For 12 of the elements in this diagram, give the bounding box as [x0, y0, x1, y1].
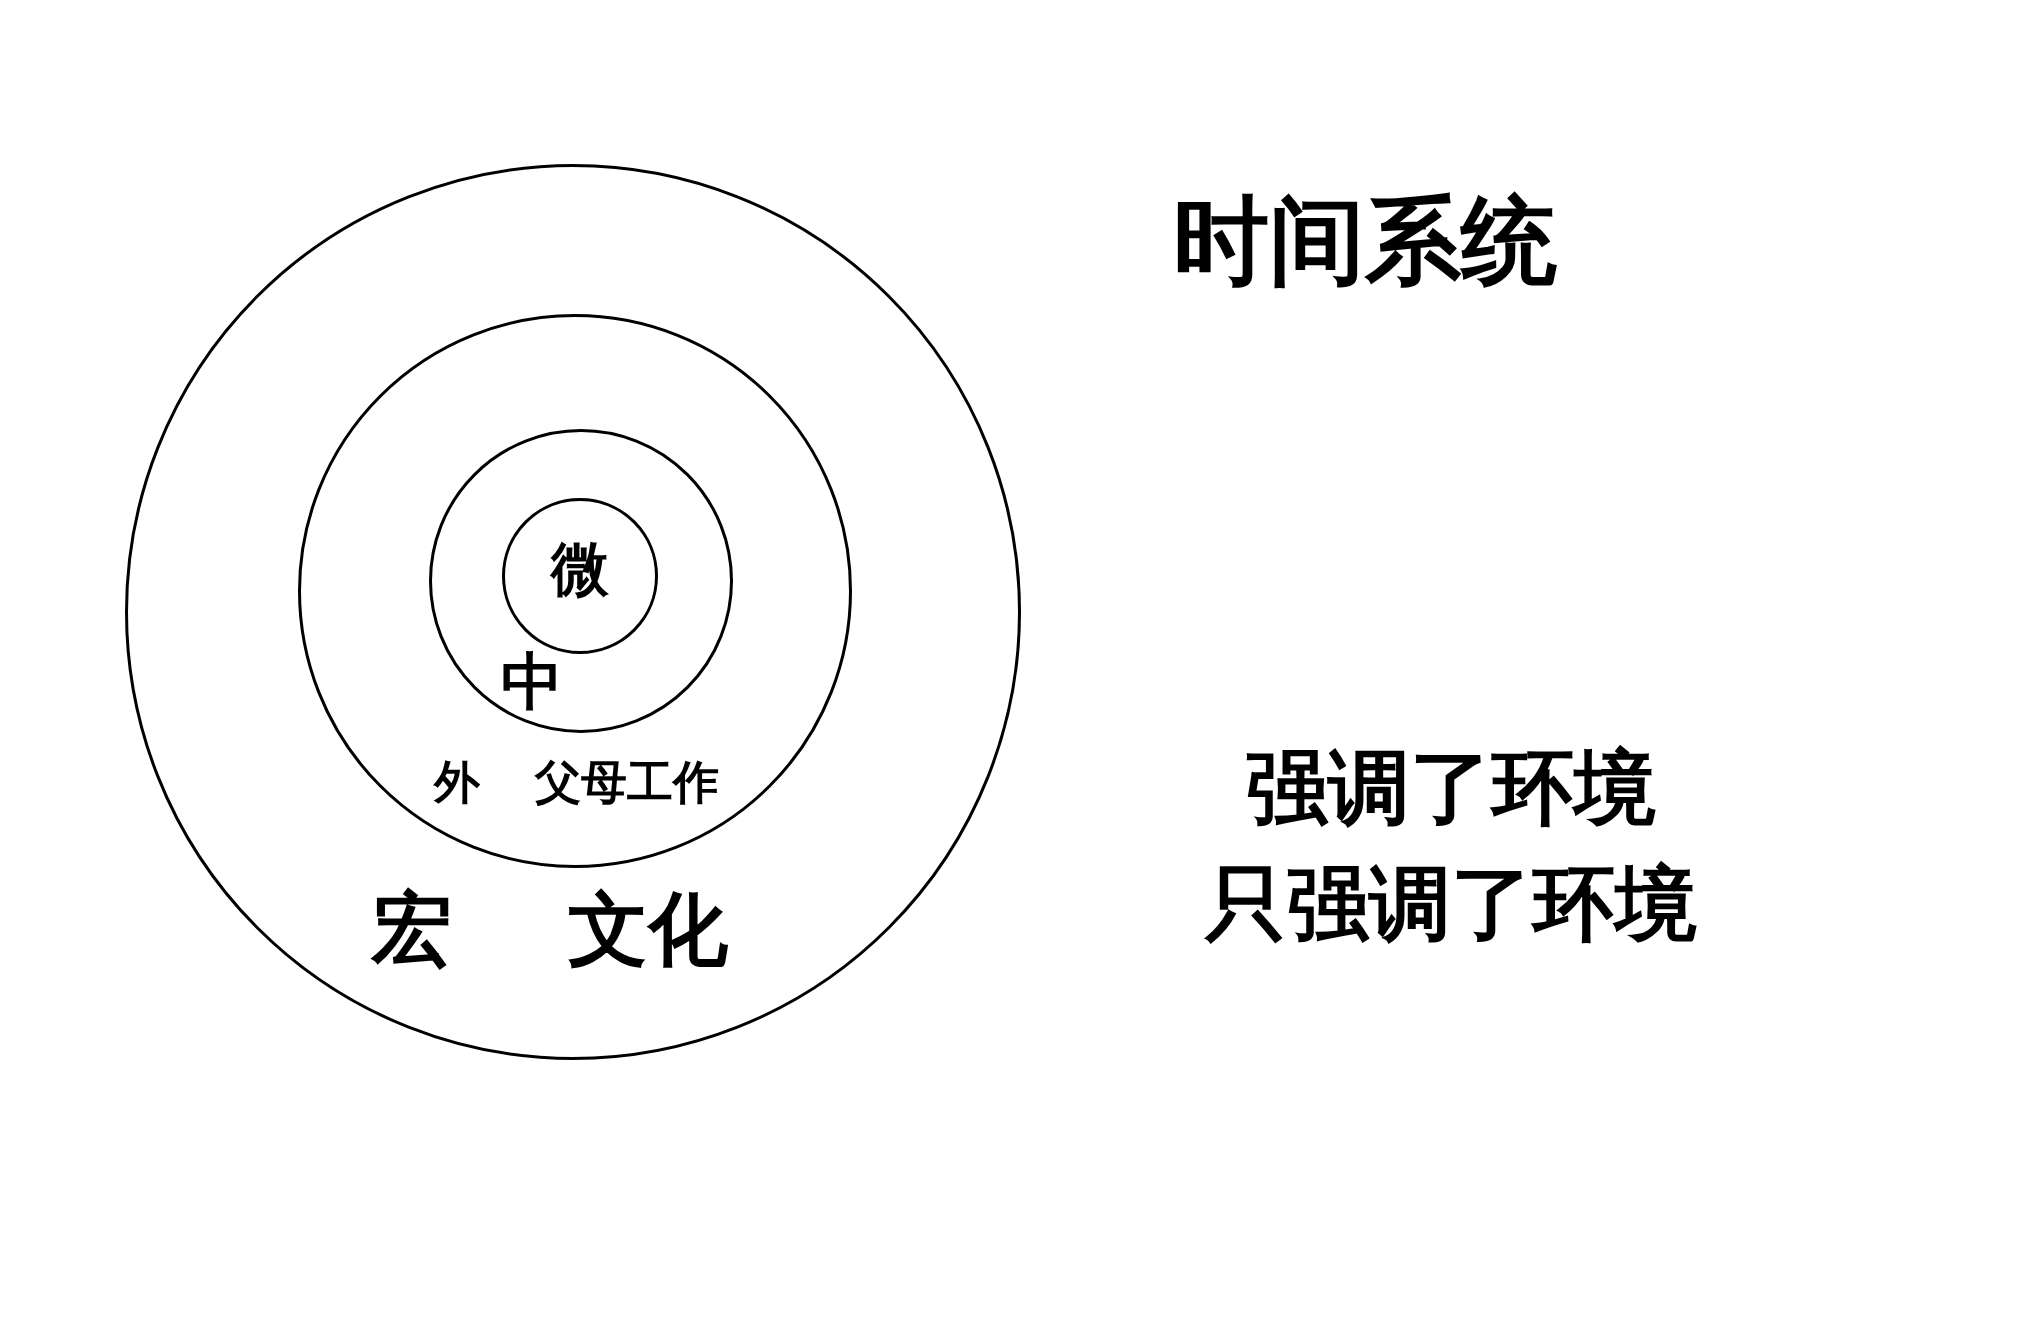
ring-circle: [125, 164, 1021, 1060]
ring-label: 父母工作: [535, 756, 719, 808]
ring-label: 微: [551, 538, 609, 602]
ring-label: 中: [501, 647, 563, 717]
ring-circle: [298, 314, 852, 868]
title: 时间系统: [1173, 189, 1557, 295]
ring-label: 外: [434, 756, 480, 808]
note-text: 只强调了环境: [1205, 858, 1697, 950]
ring-circle: [429, 429, 733, 733]
ring-label: 文化: [568, 886, 728, 974]
note-text: 强调了环境: [1246, 742, 1656, 834]
ring-label: 宏: [372, 886, 452, 974]
